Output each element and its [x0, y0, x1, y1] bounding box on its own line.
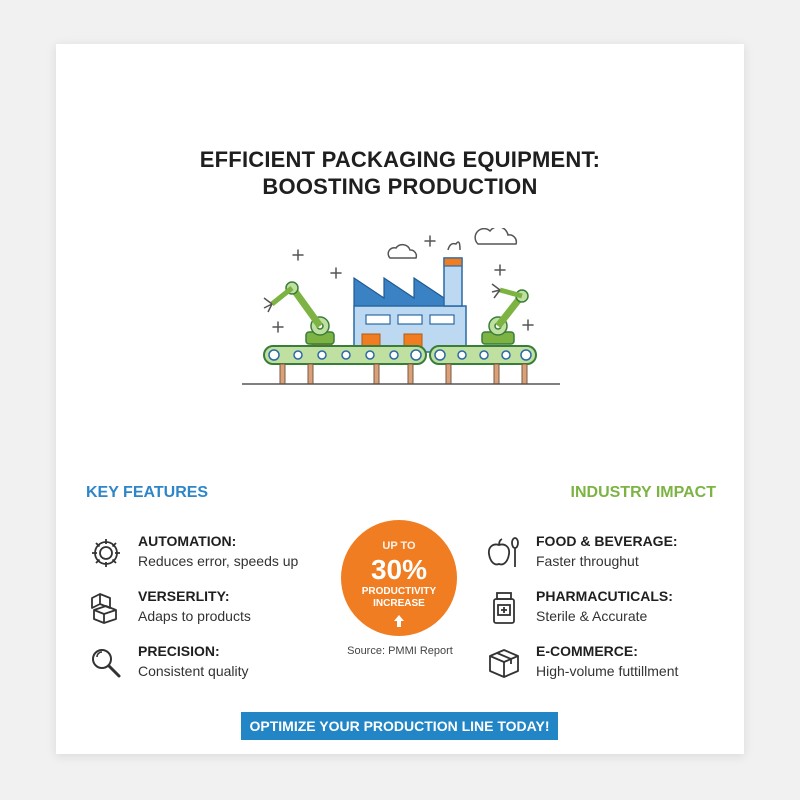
title-line-1: EFFICIENT PACKAGING EQUIPMENT:	[199, 147, 601, 172]
impact-title: FOOD & BEVERAGE:	[536, 533, 678, 549]
impact-desc: High-volume futtillment	[536, 663, 679, 679]
magnifier-icon	[92, 649, 121, 678]
key-features-heading: KEY FEATURES	[86, 484, 209, 501]
productivity-badge: UP TO 30% PRODUCTIVITY INCREASE	[341, 520, 457, 636]
impact-ecommerce: E-COMMERCE: High-volume futtillment	[486, 643, 746, 687]
feature-title: AUTOMATION:	[138, 533, 237, 549]
apple-spoon-icon	[487, 537, 519, 567]
badge-caption: PRODUCTIVITY INCREASE	[341, 586, 457, 610]
impact-title: E-COMMERCE:	[536, 643, 638, 659]
page-title: EFFICIENT PACKAGING EQUIPMENT: BOOSTING …	[0, 146, 800, 200]
title-line-2: BOOSTING PRODUCTION	[262, 174, 538, 199]
feature-precision: PRECISION: Consistent quality	[88, 643, 348, 687]
feature-title: PRECISION:	[138, 643, 220, 659]
impact-food-beverage: FOOD & BEVERAGE: Faster throughut	[486, 533, 746, 577]
industry-impact-heading: INDUSTRY IMPACT	[570, 484, 716, 501]
feature-automation: AUTOMATION: Reduces error, speeds up	[88, 533, 348, 577]
feature-desc: Adaps to products	[138, 608, 251, 624]
impact-title: PHARMACUTICALS:	[536, 588, 673, 604]
impact-pharmaceuticals: PHARMACUTICALS: Sterile & Accurate	[486, 588, 746, 632]
source-note: Source: PMMI Report	[347, 645, 453, 657]
factory-conveyor-robot-arms-illustration	[242, 228, 560, 385]
feature-versatility: VERSERLITY: Adaps to products	[88, 588, 348, 632]
medicine-bottle-icon	[493, 592, 515, 624]
feature-title: VERSERLITY:	[138, 588, 230, 604]
arrow-up-icon	[394, 615, 404, 627]
gear-icon	[92, 539, 120, 567]
impact-desc: Faster throughut	[536, 553, 639, 569]
impact-desc: Sterile & Accurate	[536, 608, 648, 624]
cta-button[interactable]: OPTIMIZE YOUR PRODUCTION LINE TODAY!	[241, 712, 558, 740]
feature-desc: Consistent quality	[138, 663, 249, 679]
feature-desc: Reduces error, speeds up	[138, 553, 299, 569]
badge-caption-line-2: INCREASE	[373, 598, 425, 609]
badge-percent: 30%	[370, 554, 428, 585]
boxes-icon	[91, 593, 117, 624]
package-box-icon	[489, 649, 519, 678]
badge-caption-line-1: PRODUCTIVITY	[361, 586, 437, 597]
badge-pre-text: UP TO	[382, 540, 416, 552]
